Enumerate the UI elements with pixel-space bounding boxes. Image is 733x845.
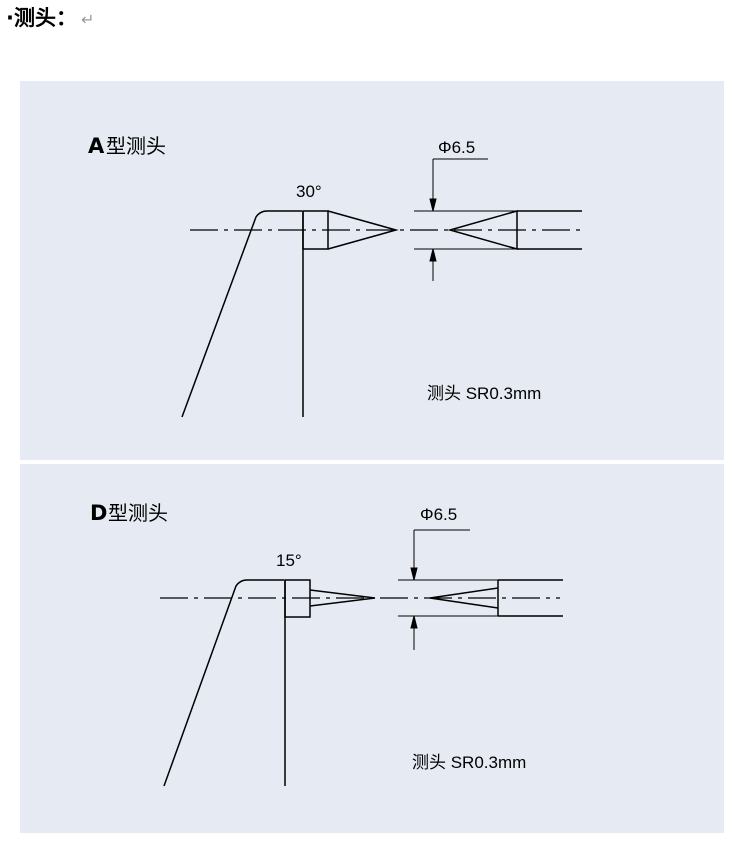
probe-panel-a: A 型测头 30° Φ6.5 测头 SR0.3mm <box>20 81 724 460</box>
probe-d-dim-arrow-top-head <box>410 567 418 581</box>
probe-a-frame-arm <box>181 210 302 418</box>
probe-a-diameter-label: Φ6.5 <box>438 138 475 157</box>
probe-a-dim-arrow-bottom-head <box>429 248 437 262</box>
probe-a-tip-note: 测头 SR0.3mm <box>427 384 541 403</box>
probe-d-dim-arrow-bottom-head <box>410 615 418 629</box>
probe-d-holder <box>284 579 311 618</box>
probe-a-anvil-cone <box>447 210 518 250</box>
section-heading: ·测头：↵ <box>6 4 94 34</box>
probe-a-angle-label: 30° <box>296 182 322 201</box>
probe-d-tip-note: 测头 SR0.3mm <box>412 753 526 772</box>
probe-a-tip-cone <box>327 210 399 250</box>
probe-a-title-letter: A <box>88 134 105 158</box>
probe-panel-d: D 型测头 15° Φ6.5 测头 SR0.3mm <box>20 464 724 833</box>
probe-d-anvil-cone <box>429 587 499 609</box>
probe-a-holder <box>302 210 329 250</box>
heading-text: 测头： <box>13 6 77 30</box>
paragraph-return-icon: ↵ <box>80 10 95 29</box>
probe-a-dim-arrow-top-head <box>429 198 437 212</box>
probe-a-title-text: 型测头 <box>106 134 166 158</box>
probe-d-diameter-label: Φ6.5 <box>420 505 457 524</box>
probe-d-title-text: 型测头 <box>108 501 168 525</box>
probe-d-angle-label: 15° <box>276 551 302 570</box>
probe-d-title-letter: D <box>90 501 107 525</box>
probe-d-tip-cone <box>309 589 376 607</box>
probe-d-frame-arm <box>163 579 284 787</box>
heading-bullet: · <box>6 6 14 30</box>
probe-a-drawing: A 型测头 30° Φ6.5 测头 SR0.3mm <box>88 134 582 418</box>
probe-d-drawing: D 型测头 15° Φ6.5 测头 SR0.3mm <box>90 501 563 787</box>
